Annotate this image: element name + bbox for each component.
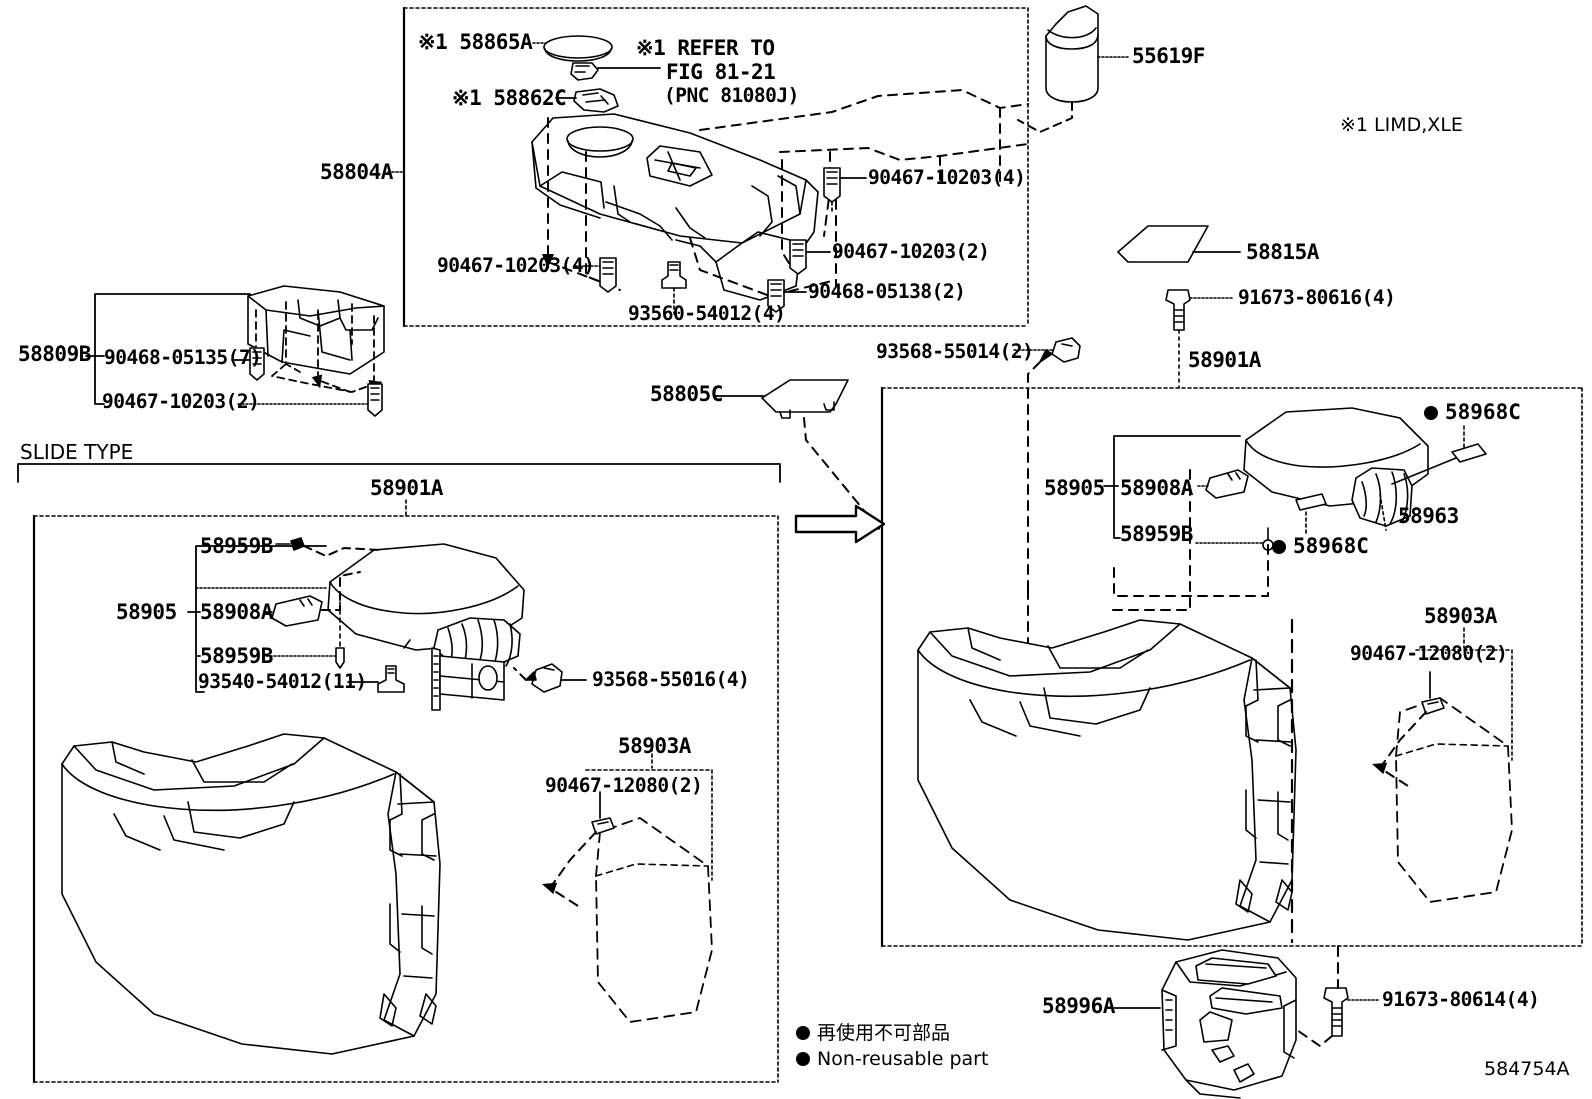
- label-58968C-top-text: 58968C: [1445, 400, 1521, 424]
- right-box-frame: [880, 386, 1583, 948]
- label-90467-12080-left: 90467-12080(2): [545, 774, 703, 797]
- label-90467-10203-4a: 90467-10203(4): [868, 166, 1026, 189]
- slide-type-bracket: [17, 463, 781, 483]
- legend-japanese: 再使用不可部品: [796, 1018, 950, 1045]
- part-58959B-clip-left-top: [290, 537, 305, 551]
- label-58809B: 58809B: [18, 342, 91, 366]
- part-58968C-pin-bottom: [1295, 493, 1327, 511]
- label-91673-80616: 91673-80616(4): [1238, 286, 1396, 309]
- part-58996A-bracket: [1161, 949, 1297, 1099]
- label-93540-54012: 93540-54012(11): [198, 670, 367, 693]
- label-58903A-right: 58903A: [1424, 604, 1497, 628]
- label-58959B-bottom: 58959B: [200, 644, 273, 668]
- label-58804A: 58804A: [320, 160, 393, 184]
- label-slide-type: SLIDE TYPE: [20, 440, 134, 464]
- part-55619F: [1045, 5, 1099, 103]
- fastener-group-top: [574, 167, 867, 315]
- part-console-body-left: [61, 733, 441, 1055]
- label-58901A-slide: 58901A: [370, 476, 443, 500]
- part-58865A-ring: [543, 35, 613, 62]
- part-91673-80616-bolt: [1165, 289, 1191, 331]
- label-58968C-bottom-text: 58968C: [1293, 534, 1369, 558]
- part-93568-55016-clip: [525, 663, 563, 693]
- label-91673-80614: 91673-80614(4): [1382, 988, 1540, 1011]
- legend-english: Non-reusable part: [796, 1048, 988, 1070]
- label-58908A-left: 58908A: [200, 600, 273, 624]
- label-58865A: ※1 58865A: [418, 30, 533, 54]
- label-refer-line1: ※1 REFER TO: [636, 36, 775, 60]
- label-58901A-right: 58901A: [1188, 348, 1261, 372]
- part-console-body-right: [917, 619, 1297, 941]
- label-93568-55016: 93568-55016(4): [592, 668, 750, 691]
- nonreusable-dot-icon-2: [1272, 540, 1286, 554]
- part-mount-bracket-left: [431, 647, 505, 711]
- label-93568-55014: 93568-55014(2): [876, 340, 1034, 363]
- legend-english-text: Non-reusable part: [817, 1048, 989, 1070]
- label-55619F: 55619F: [1132, 44, 1205, 68]
- fasteners-58809B: [249, 347, 383, 417]
- label-90468-05135: 90468-05135(7): [104, 346, 262, 369]
- part-90467-12080-clip-left: [591, 817, 615, 835]
- label-58905-left: 58905: [116, 600, 177, 624]
- label-58968C-bottom: 58968C: [1272, 534, 1369, 558]
- part-93540-54012-screw: [377, 665, 405, 693]
- part-58815A-mat: [1117, 225, 1209, 263]
- label-90468-05138-2: 90468-05138(2): [808, 280, 966, 303]
- label-note-marks: ※1 LIMD,XLE: [1340, 114, 1463, 136]
- part-58908A-bracket-left: [271, 595, 323, 627]
- label-90467-10203-2b: 90467-10203(2): [102, 390, 260, 413]
- label-93560-54012-4: 93560-54012(4): [628, 302, 786, 325]
- part-58959B-clip-left-bottom: [335, 647, 345, 669]
- part-91673-80614-bolt: [1323, 987, 1349, 1037]
- part-90467-12080-clip-right: [1421, 697, 1445, 715]
- label-90467-10203-2: 90467-10203(2): [832, 240, 990, 263]
- part-58805C-tray: [761, 379, 849, 419]
- label-58815A: 58815A: [1246, 240, 1319, 264]
- part-58804A-tray: [531, 113, 819, 301]
- label-58968C-top: 58968C: [1424, 400, 1521, 424]
- label-90467-10203-4b: 90467-10203(4): [437, 254, 595, 277]
- part-58968C-pin-top: [1391, 443, 1487, 485]
- label-58963: 58963: [1398, 504, 1459, 528]
- label-58959B-top: 58959B: [200, 534, 273, 558]
- figure-id: 584754A: [1484, 1058, 1570, 1080]
- label-58905-right: 58905: [1044, 476, 1105, 500]
- label-58805C: 58805C: [650, 382, 723, 406]
- part-58862C-clip: [573, 88, 619, 113]
- label-58908A-right: 58908A: [1120, 476, 1193, 500]
- label-refer-line3: (PNC 81080J): [664, 84, 799, 107]
- label-90467-12080-right: 90467-12080(2): [1350, 642, 1508, 665]
- legend-japanese-text: 再使用不可部品: [817, 1022, 951, 1044]
- label-58903A-left: 58903A: [618, 734, 691, 758]
- label-refer-line2: FIG 81-21: [666, 60, 776, 84]
- legend-dot-icon-1: [796, 1026, 810, 1040]
- top-box-frame: [402, 6, 1029, 328]
- label-58996A: 58996A: [1042, 994, 1115, 1018]
- part-58908A-bracket-right: [1205, 469, 1249, 499]
- part-58809B-bracket: [247, 285, 385, 375]
- part-refer-clip: [570, 62, 599, 81]
- transfer-arrow: [794, 504, 886, 544]
- part-58903A-panel-right: [1395, 697, 1513, 903]
- legend-dot-icon-2: [796, 1052, 810, 1066]
- slide-box-frame: [32, 514, 779, 1084]
- label-58862C: ※1 58862C: [452, 86, 567, 110]
- part-58903A-panel-left: [595, 817, 713, 1023]
- label-58959B-right: 58959B: [1120, 522, 1193, 546]
- part-93568-55014-clip: [1039, 337, 1081, 363]
- nonreusable-dot-icon: [1424, 406, 1438, 420]
